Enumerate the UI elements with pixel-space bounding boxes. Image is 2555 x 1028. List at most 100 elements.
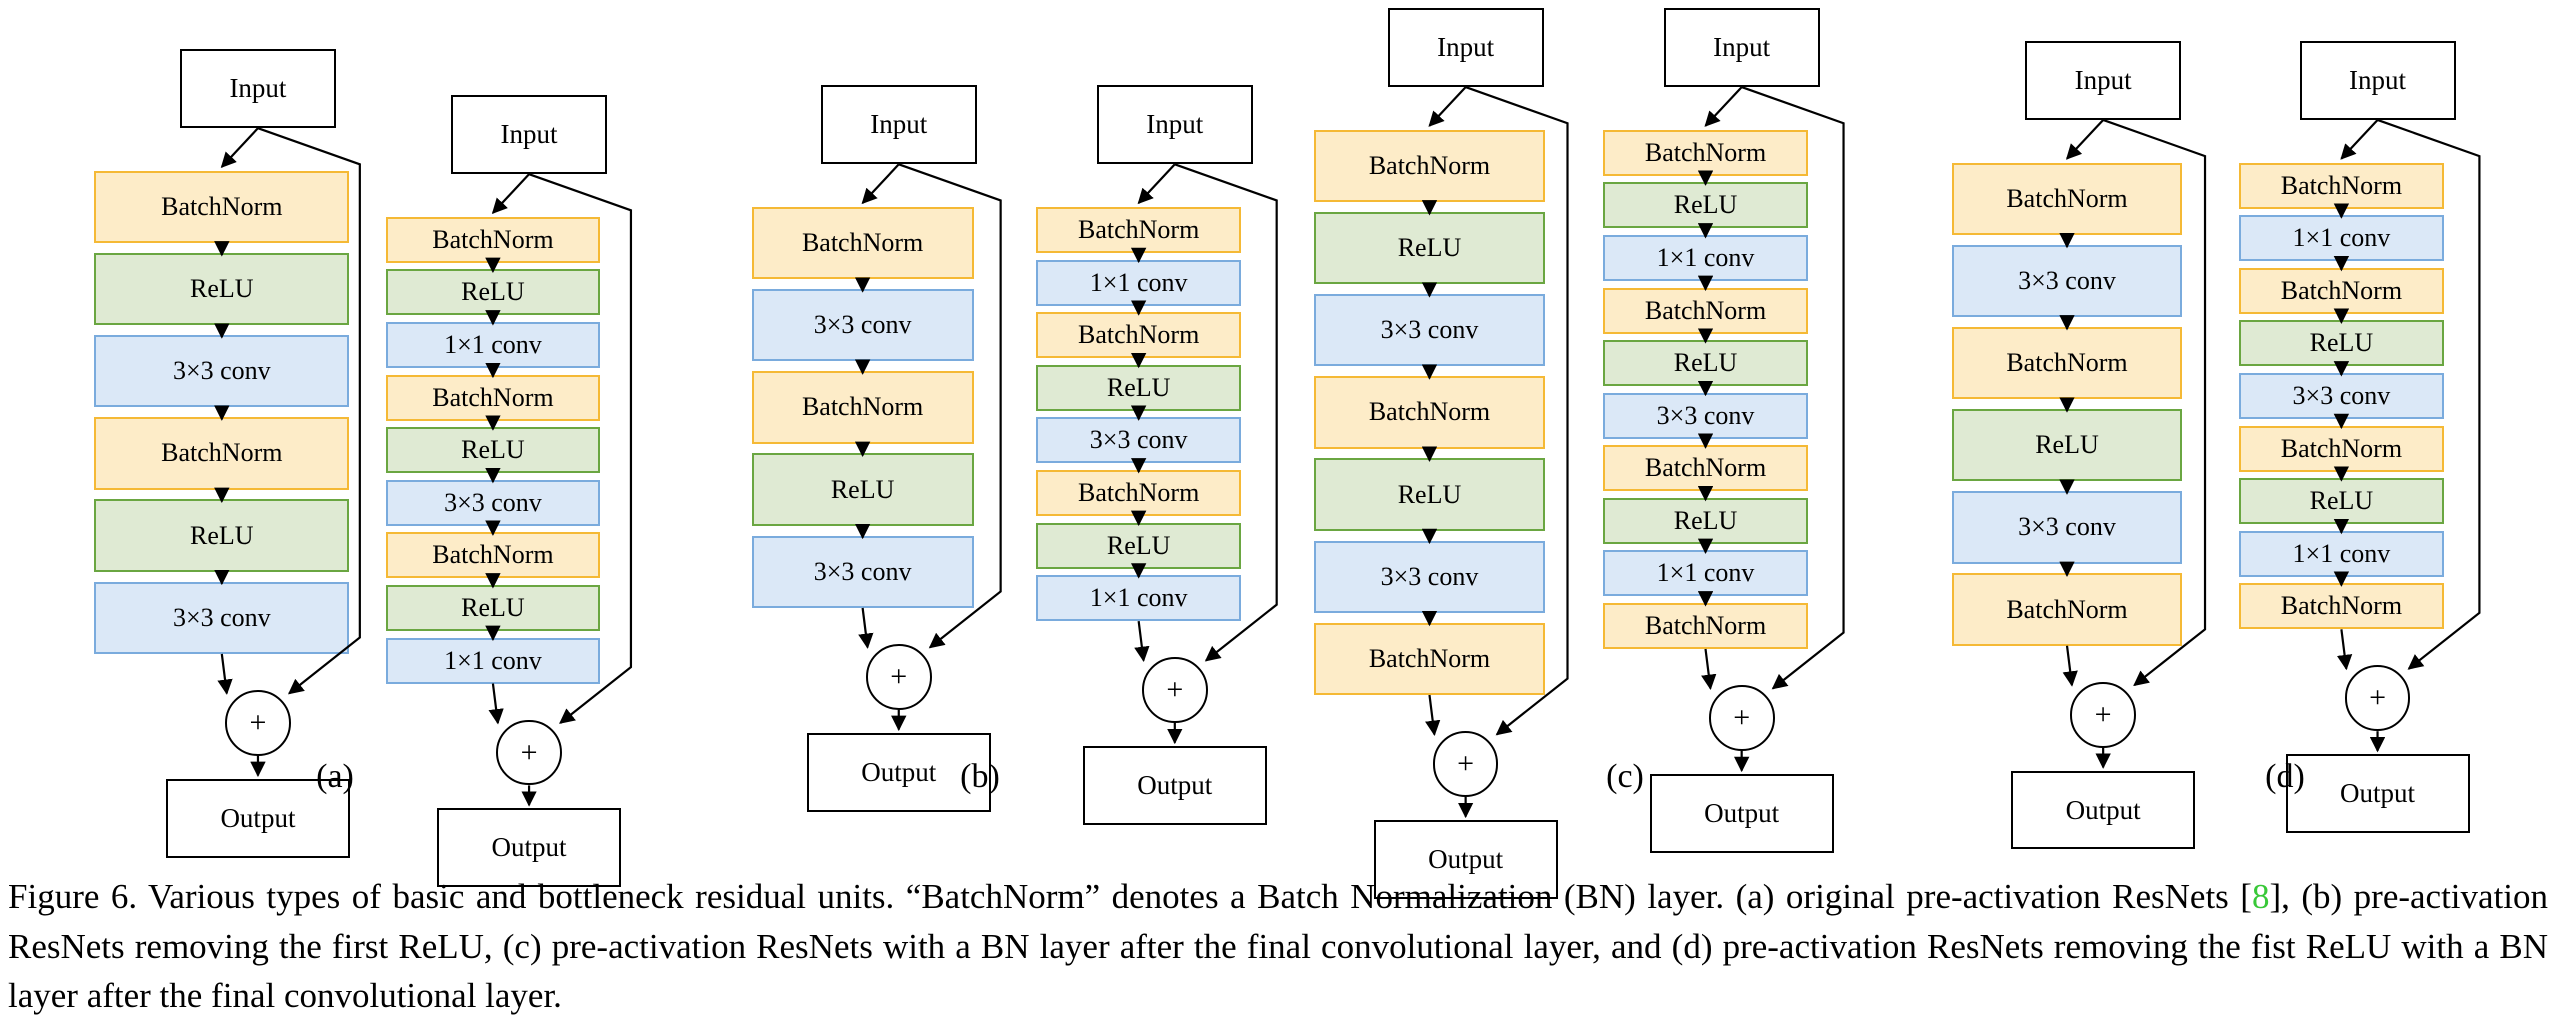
arrow-input-to-stack [1428, 86, 1467, 127]
addition-node: + [2344, 665, 2411, 732]
layer-label: 3×3 conv [2018, 265, 2116, 295]
layer-label: BatchNorm [801, 228, 924, 258]
layer-box-relu: ReLU [1602, 497, 1809, 544]
arrow-input-to-stack [1704, 86, 1743, 127]
layer-box-relu: ReLU [94, 499, 350, 572]
layer-label: BatchNorm [1077, 320, 1200, 350]
input-label: Input [1437, 32, 1495, 63]
layer-box-conv: 3×3 conv [94, 335, 350, 408]
layer-box-conv: 3×3 conv [94, 581, 350, 654]
addition-node: + [225, 690, 291, 756]
layer-box-conv: 3×3 conv [1951, 491, 2183, 564]
output-box: Output [806, 732, 991, 812]
input-label: Input [229, 73, 287, 104]
arrow-stack-to-add [2336, 629, 2353, 671]
layer-label: ReLU [1106, 530, 1171, 560]
arrow-stack-to-add [488, 683, 504, 725]
arrow-input-to-stack [2065, 119, 2104, 160]
layer-label: BatchNorm [1368, 643, 1491, 673]
input-box: Input [820, 85, 977, 165]
input-label: Input [870, 109, 928, 140]
layer-box-bn: BatchNorm [94, 417, 350, 490]
layer-label: BatchNorm [2280, 275, 2403, 305]
layer-label: 3×3 conv [172, 602, 271, 632]
input-box: Input [451, 95, 608, 175]
layer-label: 1×1 conv [1656, 242, 1755, 272]
layer-label: ReLU [1673, 505, 1738, 535]
layer-label: ReLU [2309, 486, 2374, 516]
figure-caption: Figure 6. Various types of basic and bot… [8, 872, 2548, 1021]
panel-label-a: (a) [316, 758, 354, 795]
layer-box-bn: BatchNorm [1951, 162, 2183, 235]
layer-box-bn: BatchNorm [1951, 326, 2183, 400]
caption-text-part1: Figure 6. Various types of basic and bot… [8, 877, 2252, 916]
layer-box-relu: ReLU [751, 453, 974, 526]
layer-box-relu: ReLU [1035, 364, 1242, 411]
addition-node: + [865, 644, 932, 710]
layer-label: BatchNorm [161, 438, 283, 468]
layer-box-conv: 1×1 conv [1602, 550, 1809, 597]
input-label: Input [500, 119, 558, 150]
layer-box-relu: ReLU [386, 269, 600, 316]
layer-box-bn: BatchNorm [1602, 287, 1809, 334]
arrow-input-to-stack [1137, 163, 1176, 205]
caption-text-part2: ], (b) pre-activation ResNets removing t… [8, 877, 2549, 1016]
layer-box-relu: ReLU [94, 253, 350, 326]
citation-link-8[interactable]: 8 [2251, 877, 2270, 916]
plus-label: + [2369, 681, 2386, 715]
input-box: Input [2025, 41, 2182, 120]
layer-box-conv: 1×1 conv [1602, 234, 1809, 281]
input-box: Input [1387, 8, 1544, 88]
arrow-stack-to-add [2062, 645, 2078, 687]
layer-box-conv: 3×3 conv [1951, 244, 2183, 318]
output-label: Output [2065, 794, 2141, 825]
layer-label: BatchNorm [1368, 397, 1491, 427]
layer-label: BatchNorm [1368, 150, 1491, 180]
addition-node: + [1141, 657, 1208, 723]
input-label: Input [2349, 64, 2407, 95]
layer-box-bn: BatchNorm [751, 371, 974, 444]
layer-label: BatchNorm [1644, 611, 1767, 640]
layer-label: 1×1 conv [2292, 538, 2391, 568]
layer-label: 3×3 conv [813, 556, 912, 586]
input-label: Input [1713, 32, 1771, 63]
layer-box-relu: ReLU [1602, 182, 1809, 229]
layer-box-bn: BatchNorm [1035, 207, 1242, 254]
layer-label: ReLU [1673, 190, 1738, 220]
layer-box-conv: 1×1 conv [1035, 575, 1242, 622]
layer-box-relu: ReLU [2238, 320, 2445, 367]
addition-node: + [496, 719, 562, 786]
arrow-input-to-stack [2340, 119, 2379, 160]
layer-label: ReLU [461, 277, 525, 307]
layer-label: BatchNorm [801, 392, 924, 422]
input-box: Input [1096, 85, 1253, 165]
layer-box-relu: ReLU [1602, 340, 1809, 387]
layer-label: BatchNorm [1644, 295, 1767, 325]
panel-label-c: (c) [1606, 758, 1644, 795]
layer-box-bn: BatchNorm [1314, 376, 1545, 449]
output-label: Output [220, 802, 296, 833]
layer-label: ReLU [1106, 372, 1171, 402]
layer-label: ReLU [461, 592, 525, 622]
layer-box-conv: 3×3 conv [2238, 372, 2445, 419]
arrow-input-to-stack [220, 127, 259, 169]
layer-label: BatchNorm [2280, 433, 2403, 463]
layer-label: BatchNorm [2006, 348, 2128, 378]
skip-connection [1741, 86, 1845, 690]
output-label: Output [491, 832, 567, 863]
layer-label: ReLU [190, 274, 254, 304]
layer-box-conv: 3×3 conv [1035, 417, 1242, 464]
layer-label: BatchNorm [2280, 591, 2403, 621]
panel-label-d: (d) [2265, 758, 2305, 795]
layer-label: 3×3 conv [1380, 315, 1479, 345]
output-label: Output [1428, 843, 1504, 874]
layer-box-bn: BatchNorm [386, 216, 600, 263]
layer-box-bn: BatchNorm [1951, 573, 2183, 646]
layer-box-relu: ReLU [1314, 458, 1545, 531]
layer-label: BatchNorm [2006, 594, 2128, 624]
layer-box-conv: 1×1 conv [2238, 530, 2445, 577]
layer-label: 1×1 conv [1089, 583, 1188, 613]
input-box: Input [179, 49, 336, 129]
layer-label: 3×3 conv [2018, 512, 2116, 542]
layer-label: ReLU [2035, 430, 2099, 460]
